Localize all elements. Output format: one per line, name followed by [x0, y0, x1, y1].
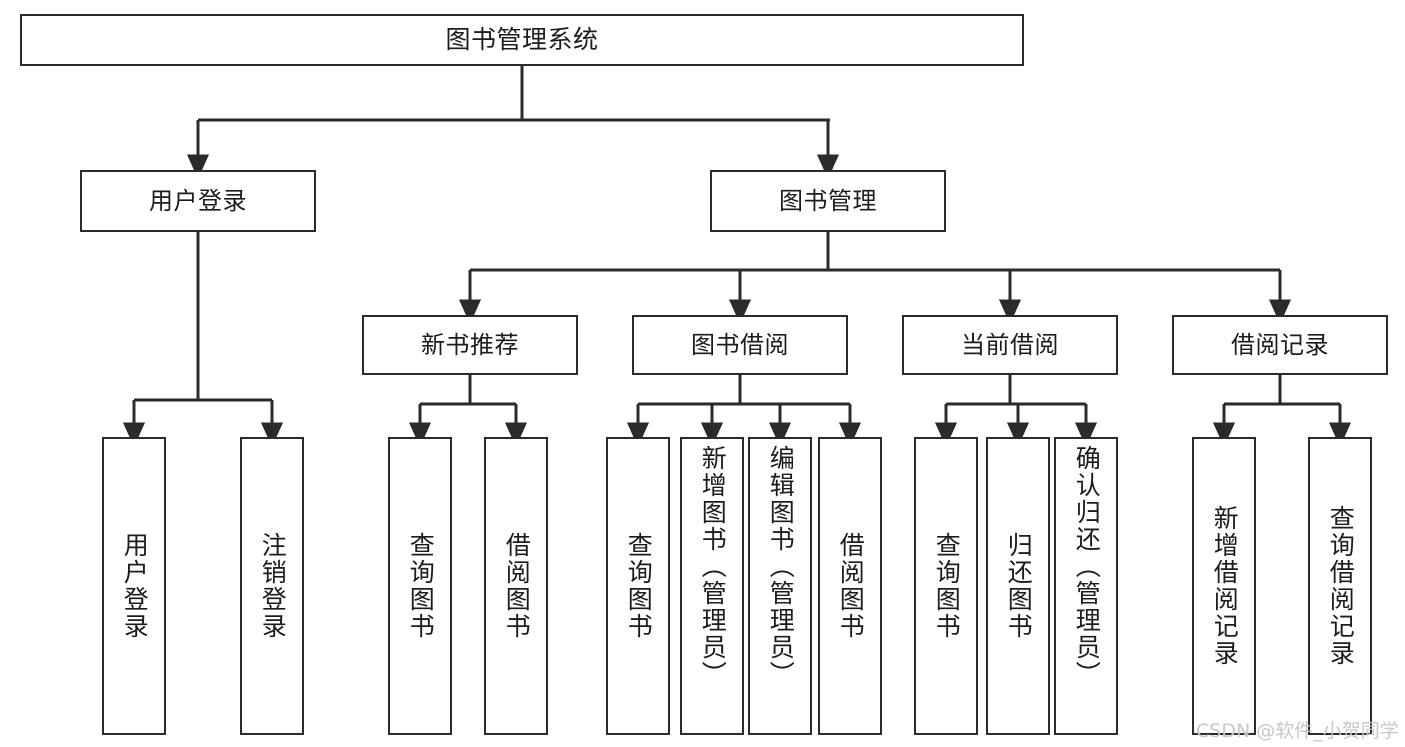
node-new-book-rec[interactable]: 新书推荐 — [362, 315, 578, 375]
node-leaf-query-book-label: 查询图书 — [624, 532, 654, 640]
node-leaf-query-book-rec[interactable]: 查询图书 — [388, 437, 452, 735]
node-borrow-records-label: 借阅记录 — [1231, 330, 1329, 359]
node-leaf-return-book[interactable]: 归还图书 — [986, 437, 1050, 735]
node-current-borrow[interactable]: 当前借阅 — [902, 315, 1118, 375]
edges-borrowrecords-to-leaves — [1212, 375, 1352, 447]
node-book-manage-label: 图书管理 — [779, 186, 877, 215]
node-user-login[interactable]: 用户登录 — [80, 170, 316, 232]
edges-bookmanage-to-level3 — [458, 232, 1292, 324]
edges-newbook-to-leaves — [408, 375, 528, 447]
node-current-borrow-label: 当前借阅 — [961, 330, 1059, 359]
node-leaf-edit-book-label: 编辑图书（管理员） — [766, 445, 796, 688]
node-leaf-query-record[interactable]: 查询借阅记录 — [1308, 437, 1372, 735]
node-book-borrow-label: 图书借阅 — [691, 330, 789, 359]
node-book-borrow[interactable]: 图书借阅 — [632, 315, 848, 375]
node-root-label: 图书管理系统 — [445, 25, 599, 55]
node-leaf-query-record-label: 查询借阅记录 — [1326, 505, 1356, 667]
node-leaf-query-book-rec-label: 查询图书 — [406, 532, 436, 640]
edges-root-to-level2 — [186, 66, 840, 179]
csdn-watermark: CSDN @软件_小贺同学 — [1196, 720, 1399, 742]
node-leaf-query-book-cur-label: 查询图书 — [932, 532, 962, 640]
node-leaf-query-book[interactable]: 查询图书 — [606, 437, 670, 735]
edges-bookborrow-to-leaves — [626, 375, 862, 447]
node-book-manage[interactable]: 图书管理 — [710, 170, 946, 232]
node-new-book-rec-label: 新书推荐 — [421, 330, 519, 359]
node-leaf-edit-book[interactable]: 编辑图书（管理员） — [748, 437, 812, 735]
node-leaf-return-book-label: 归还图书 — [1004, 532, 1034, 640]
node-leaf-query-book-cur[interactable]: 查询图书 — [914, 437, 978, 735]
node-leaf-confirm-return[interactable]: 确认归还（管理员） — [1054, 437, 1118, 735]
node-leaf-borrow-book-label: 借阅图书 — [836, 532, 866, 640]
node-leaf-borrow-book-rec-label: 借阅图书 — [502, 532, 532, 640]
node-borrow-records[interactable]: 借阅记录 — [1172, 315, 1388, 375]
node-leaf-user-login[interactable]: 用户登录 — [102, 437, 166, 735]
node-leaf-user-login-label: 用户登录 — [120, 532, 150, 640]
node-leaf-logout-label: 注销登录 — [258, 532, 288, 640]
node-user-login-label: 用户登录 — [149, 186, 247, 215]
node-leaf-borrow-book-rec[interactable]: 借阅图书 — [484, 437, 548, 735]
node-leaf-add-book-label: 新增图书（管理员） — [698, 445, 728, 688]
edges-userlogin-to-leaves — [122, 232, 284, 447]
node-leaf-confirm-return-label: 确认归还（管理员） — [1072, 445, 1102, 688]
node-leaf-add-book[interactable]: 新增图书（管理员） — [680, 437, 744, 735]
node-leaf-add-record-label: 新增借阅记录 — [1210, 505, 1240, 667]
node-leaf-logout[interactable]: 注销登录 — [240, 437, 304, 735]
edges-currentborrow-to-leaves — [934, 375, 1098, 447]
node-leaf-borrow-book[interactable]: 借阅图书 — [818, 437, 882, 735]
node-leaf-add-record[interactable]: 新增借阅记录 — [1192, 437, 1256, 735]
node-root[interactable]: 图书管理系统 — [20, 14, 1024, 66]
